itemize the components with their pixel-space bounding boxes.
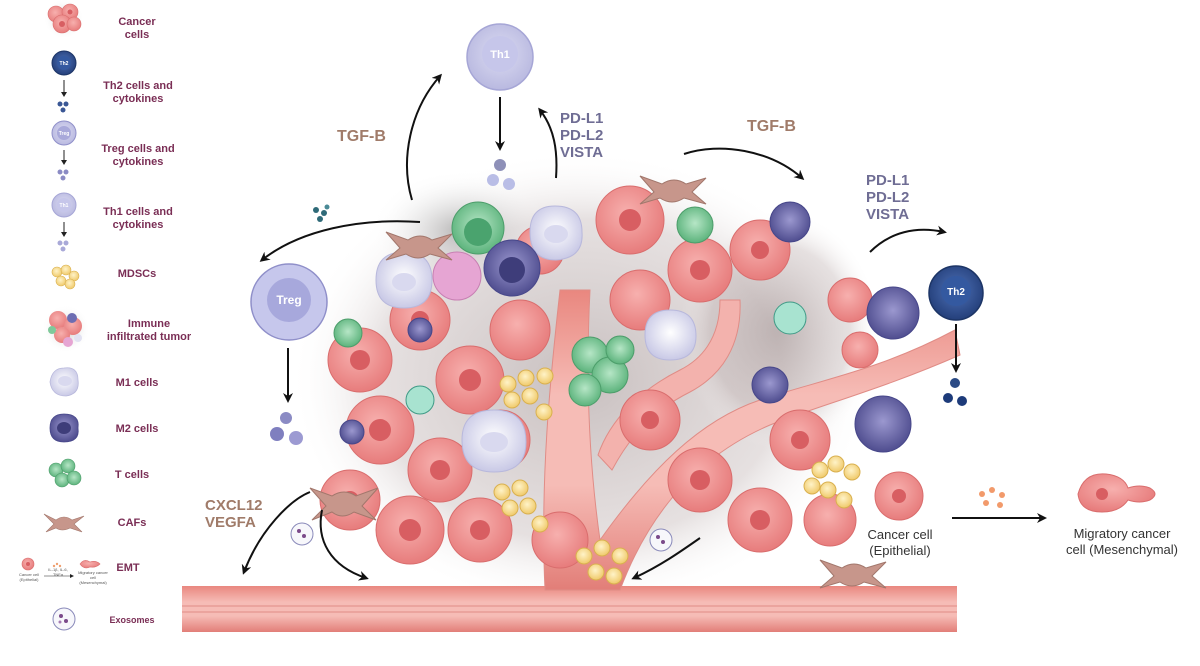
legend-label-mdsc: MDSCs — [117, 268, 157, 280]
arrow-tgfb-right — [683, 147, 805, 180]
legend-th2-icon: Th2 — [51, 50, 77, 113]
mdsc-clusters — [493, 367, 861, 585]
mesenchymal-cancer-cell — [1077, 473, 1156, 513]
legend-m1-icon — [49, 367, 79, 397]
mesenchymal-cell-label: Migratory cancer cell (Mesenchymal) — [1066, 526, 1178, 557]
exosomes-in-scene — [290, 522, 673, 552]
emt-cells — [874, 471, 1156, 521]
legend-emt-mini-mesenchymal: Migratory cancer cell (Mesenchymal) — [78, 570, 108, 585]
legend-emt-mini-arrow: IL-1β, IL-6, TNFα — [48, 567, 68, 577]
cytokine-dots-left — [313, 204, 330, 222]
legend-m2-icon — [49, 413, 79, 443]
arrow-to-th1 — [406, 73, 442, 201]
arrow-caf-left — [241, 491, 311, 575]
treg-cell-label: Treg — [276, 293, 301, 307]
m1-macrophages — [375, 205, 697, 473]
arrow-caf-down — [319, 509, 369, 581]
legend-tcells-icon — [48, 458, 82, 488]
legend-label-emt: EMT — [116, 562, 140, 574]
legend: Th2 Treg Th1 — [21, 0, 101, 631]
legend-label-m1: M1 cells — [115, 377, 159, 389]
legend-label-exosomes: Exosomes — [109, 615, 155, 625]
legend-mdsc-icon — [51, 264, 80, 290]
legend-th1-icon: Th1 — [51, 192, 77, 252]
legend-label-m2: M2 cells — [115, 423, 159, 435]
arrow-to-treg — [259, 220, 421, 262]
chemokine-label: CXCL12 VEGFA — [205, 497, 263, 531]
legend-exosome-icon — [52, 607, 76, 631]
legend-label-cafs: CAFs — [117, 517, 147, 529]
checkpoint-label-right: PD-L1 PD-L2 VISTA — [866, 172, 910, 223]
th1-cell-label: Th1 — [490, 49, 510, 61]
arrow-to-th2 — [869, 225, 947, 253]
tumor-microenvironment — [182, 150, 961, 632]
legend-emt-mini-epithelial: Cancer cell (Epithelial) — [18, 572, 39, 582]
m2-macrophages — [339, 201, 920, 453]
tgfb-label-left: TGF-B — [337, 128, 386, 145]
legend-immune-tumor-icon — [42, 305, 90, 353]
arrows — [241, 73, 1047, 581]
legend-th2-icon-text: Th2 — [60, 61, 69, 67]
legend-label-th2: Th2 cells and cytokines — [103, 80, 173, 105]
emt-cytokine-dots — [979, 487, 1005, 508]
legend-treg-icon: Treg — [51, 120, 77, 181]
th2-cell-label: Th2 — [947, 287, 965, 298]
legend-label-immune: Immune infiltrated tumor — [106, 318, 192, 343]
tgfb-label-right: TGF-B — [747, 118, 796, 135]
epithelial-cell-label: Cancer cell (Epithelial) — [867, 527, 933, 558]
legend-th1-icon-text: Th1 — [60, 203, 69, 209]
legend-emt-mini — [21, 557, 101, 578]
th1-cell: Th1 — [466, 23, 534, 190]
legend-label-cancer: Cancer cells — [118, 16, 156, 41]
legend-cancer-cells-icon — [44, 0, 84, 39]
arrow-exosome — [631, 537, 701, 580]
legend-treg-icon-text: Treg — [59, 131, 70, 137]
legend-label-treg: Treg cells and cytokines — [101, 143, 175, 168]
arrow-up-checkpoint — [538, 107, 558, 179]
treg-cell: Treg — [250, 263, 328, 445]
legend-label-tcells: T cells — [114, 469, 150, 481]
t-cells — [333, 201, 807, 415]
legend-caf-icon — [43, 513, 85, 533]
pink-immune-cell — [432, 251, 482, 301]
cafs — [309, 175, 887, 589]
th2-cell: Th2 — [928, 265, 984, 406]
legend-label-th1: Th1 cells and cytokines — [103, 206, 173, 231]
checkpoint-label-top: PD-L1 PD-L2 VISTA — [560, 110, 604, 161]
